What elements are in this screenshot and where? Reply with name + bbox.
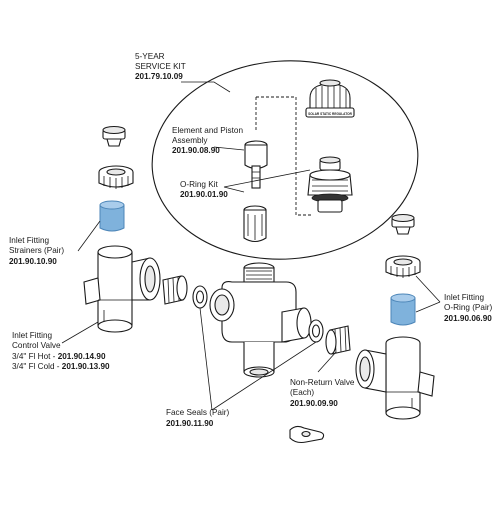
label-control-valve: Inlet Fitting Control Valve 3/4" Fl Hot … — [12, 331, 110, 371]
leader-face-seals — [199, 307, 317, 411]
service-kit-line1: 5-YEAR — [135, 52, 165, 61]
non-return-part-number: 201.90.09.90 — [290, 399, 338, 408]
left-control-valve — [83, 245, 161, 333]
right-face-seal — [308, 319, 324, 343]
label-inlet-oring: Inlet Fitting O-Ring (Pair) 201.90.06.90 — [444, 293, 492, 323]
inlet-oring-part-number: 201.90.06.90 — [444, 314, 492, 323]
label-oring-kit: O-Ring Kit 201.90.01.90 — [180, 180, 228, 199]
service-kit-line2: SERVICE KIT — [135, 62, 186, 71]
left-knob — [102, 125, 126, 147]
svg-text:3/4" Fl Cold - 201.90.13.90: 3/4" Fl Cold - 201.90.13.90 — [12, 362, 110, 371]
control-valve-cold-label: 3/4" Fl Cold - — [12, 362, 60, 371]
inlet-oring-line1: Inlet Fitting — [444, 293, 484, 302]
label-service-kit: 5-YEAR SERVICE KIT 201.79.10.09 — [135, 52, 186, 81]
leader-non-return — [317, 351, 337, 373]
leader-inlet-oring — [415, 275, 441, 313]
inlet-strainers-line2: Strainers (Pair) — [9, 246, 64, 255]
label-element-piston: Element and Piston Assembly 201.90.08.90 — [172, 126, 243, 155]
element-piston-line1: Element and Piston — [172, 126, 243, 135]
retaining-clip — [289, 425, 325, 444]
right-control-valve — [355, 336, 435, 420]
control-valve-hot-part-number: 201.90.14.90 — [58, 352, 106, 361]
label-non-return-valve: Non-Return Valve (Each) 201.90.09.90 — [290, 378, 355, 408]
inlet-strainers-line1: Inlet Fitting — [9, 236, 49, 245]
cap-label: SOLAR STATIC REGULATOR — [308, 112, 353, 116]
left-ring-fitting — [98, 165, 134, 189]
inlet-oring-line2: O-Ring (Pair) — [444, 303, 492, 312]
center-valve-body — [209, 262, 312, 378]
left-blue-strainer — [99, 200, 125, 232]
oring-kit-line1: O-Ring Kit — [180, 180, 218, 189]
valve-cartridge — [307, 156, 353, 213]
right-knob — [391, 213, 415, 235]
face-seals-part-number: 201.90.11.90 — [166, 419, 214, 428]
non-return-line2: (Each) — [290, 388, 314, 397]
leader-service-kit — [181, 81, 231, 93]
control-valve-line2: Control Valve — [12, 341, 61, 350]
label-inlet-strainers: Inlet Fitting Strainers (Pair) 201.90.10… — [9, 236, 64, 266]
left-non-return-insert — [162, 275, 188, 305]
right-blue-oring — [390, 293, 416, 326]
service-kit-outline — [151, 60, 419, 260]
leader-element-piston — [213, 146, 245, 151]
leader-control-valve — [61, 321, 99, 344]
right-non-return-valve — [325, 325, 351, 355]
face-seals-line1: Face Seals (Pair) — [166, 408, 230, 417]
oring-kit-part-number: 201.90.01.90 — [180, 190, 228, 199]
element-piston-assembly — [244, 140, 268, 189]
assembly-guide-line — [255, 96, 312, 216]
leader-oring-kit — [223, 169, 311, 193]
element-piston-line2: Assembly — [172, 136, 208, 145]
svg-text:3/4" Fl Hot - 201.90.14.90: 3/4" Fl Hot - 201.90.14.90 — [12, 352, 106, 361]
inlet-strainers-part-number: 201.90.10.90 — [9, 257, 57, 266]
non-return-line1: Non-Return Valve — [290, 378, 355, 387]
control-valve-line1: Inlet Fitting — [12, 331, 52, 340]
label-face-seals: Face Seals (Pair) 201.90.11.90 — [166, 408, 230, 428]
right-ring-fitting — [385, 255, 421, 278]
oring-kit-part — [243, 205, 267, 243]
service-kit-part-number: 201.79.10.09 — [135, 72, 183, 81]
left-face-seal — [192, 285, 208, 309]
control-valve-cold-part-number: 201.90.13.90 — [62, 362, 110, 371]
leader-strainers — [77, 220, 101, 252]
control-valve-hot-label: 3/4" Fl Hot - — [12, 352, 56, 361]
element-piston-part-number: 201.90.08.90 — [172, 146, 220, 155]
regulator-cap: SOLAR STATIC REGULATOR — [305, 79, 355, 118]
